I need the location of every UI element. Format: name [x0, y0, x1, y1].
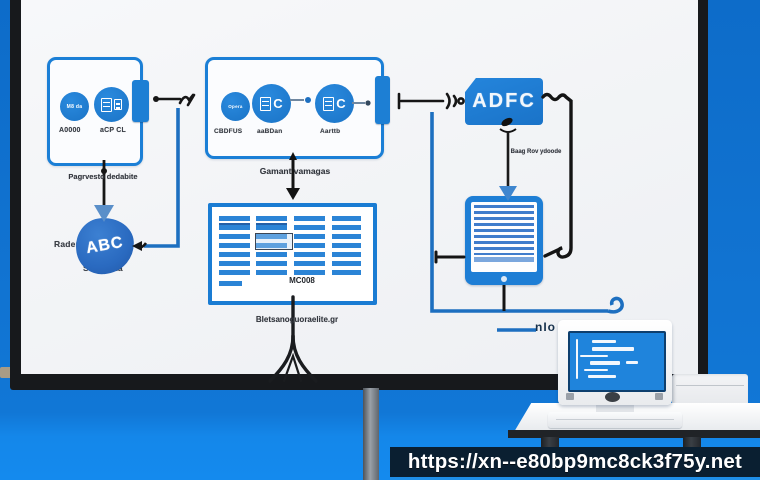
- pipeline-chip-circle: Opera: [221, 92, 250, 121]
- table-caption: Bletsanoguoraelite.gr: [255, 315, 339, 324]
- abc-side-label: Rader: [54, 239, 80, 249]
- pipeline-c2-letter: C: [273, 96, 283, 111]
- table-column: [294, 216, 325, 277]
- screen-code-line: [626, 361, 638, 364]
- url-text: https://xn--e80bp9mc8ck3f75y.net: [407, 450, 743, 473]
- screen-code-guide: [576, 339, 578, 379]
- table-footer-text: MC008: [289, 276, 315, 285]
- screen-code-line: [584, 369, 608, 371]
- screen-code-line: [580, 355, 608, 357]
- desk-front-edge: [508, 430, 760, 438]
- source-label-2: aCP CL: [100, 127, 126, 134]
- url-bar: https://xn--e80bp9mc8ck3f75y.net: [390, 447, 760, 480]
- document-copy-icon: [114, 99, 122, 110]
- monitor-speaker-icon: [655, 393, 663, 400]
- tablet-text-lines: [474, 205, 534, 255]
- keyboard: [548, 412, 682, 428]
- document-icon: [260, 96, 272, 111]
- pipeline-label-2: aaBDan: [257, 128, 283, 135]
- source-chip-text: M8 da: [66, 103, 83, 110]
- monitor-stand: [596, 404, 634, 413]
- source-document-circle: [94, 87, 129, 122]
- table-header-rule: [219, 223, 250, 225]
- source-box-tab: [132, 80, 149, 122]
- screen-code-line: [592, 340, 616, 343]
- table-column: [332, 216, 361, 277]
- pipeline-box: Opera C C: [205, 57, 384, 159]
- source-chip-circle: M8 da: [60, 92, 89, 121]
- keyboard-detail-line: [556, 419, 674, 420]
- source-caption: Pagrvesto dedabite: [68, 172, 138, 181]
- tablet-highlight-band: [474, 257, 534, 262]
- pipeline-caption: Gamant vamagas: [259, 166, 331, 176]
- table-last-bar: [219, 281, 242, 286]
- whiteboard-stand-pole: [363, 388, 379, 480]
- pipeline-chip-text: Opera: [228, 104, 243, 109]
- table-selected-cell: [255, 233, 293, 250]
- tablet-screen: [471, 202, 537, 272]
- table-column: [256, 216, 287, 277]
- abc-text: ABC: [84, 233, 125, 258]
- table-header-rule: [256, 223, 287, 225]
- pipeline-label-3: Aarttb: [320, 128, 341, 135]
- adfc-text: ADFC: [472, 90, 536, 112]
- table-card: MC008: [208, 203, 377, 305]
- tablet-card: [465, 196, 543, 285]
- tablet-home-button-icon: [501, 276, 507, 282]
- monitor: [558, 320, 672, 405]
- adfc-caption: Baag Rov ydoode: [510, 149, 562, 155]
- screen-code-line: [590, 361, 620, 365]
- monitor-speaker-icon: [566, 393, 574, 400]
- screen-code-line: [588, 375, 616, 378]
- adfc-tag: ADFC: [465, 78, 543, 125]
- monitor-camera-icon: [605, 392, 620, 402]
- table-column: [219, 216, 250, 277]
- pipeline-label-1: CBDFUS: [214, 128, 243, 135]
- document-icon: [323, 96, 335, 111]
- pipeline-box-tab: [375, 76, 390, 124]
- pipeline-doc-circle-2: C: [315, 84, 354, 123]
- screen-code-line: [592, 347, 634, 351]
- tower-detail-line: [676, 385, 744, 386]
- source-label-1: A0000: [59, 127, 81, 134]
- nio-label: nIo: [535, 320, 556, 334]
- monitor-screen: [568, 331, 666, 392]
- source-box: M8 da: [47, 57, 143, 166]
- pipeline-c3-letter: C: [336, 96, 346, 111]
- pipeline-doc-circle-1: C: [252, 84, 291, 123]
- document-icon: [101, 97, 112, 112]
